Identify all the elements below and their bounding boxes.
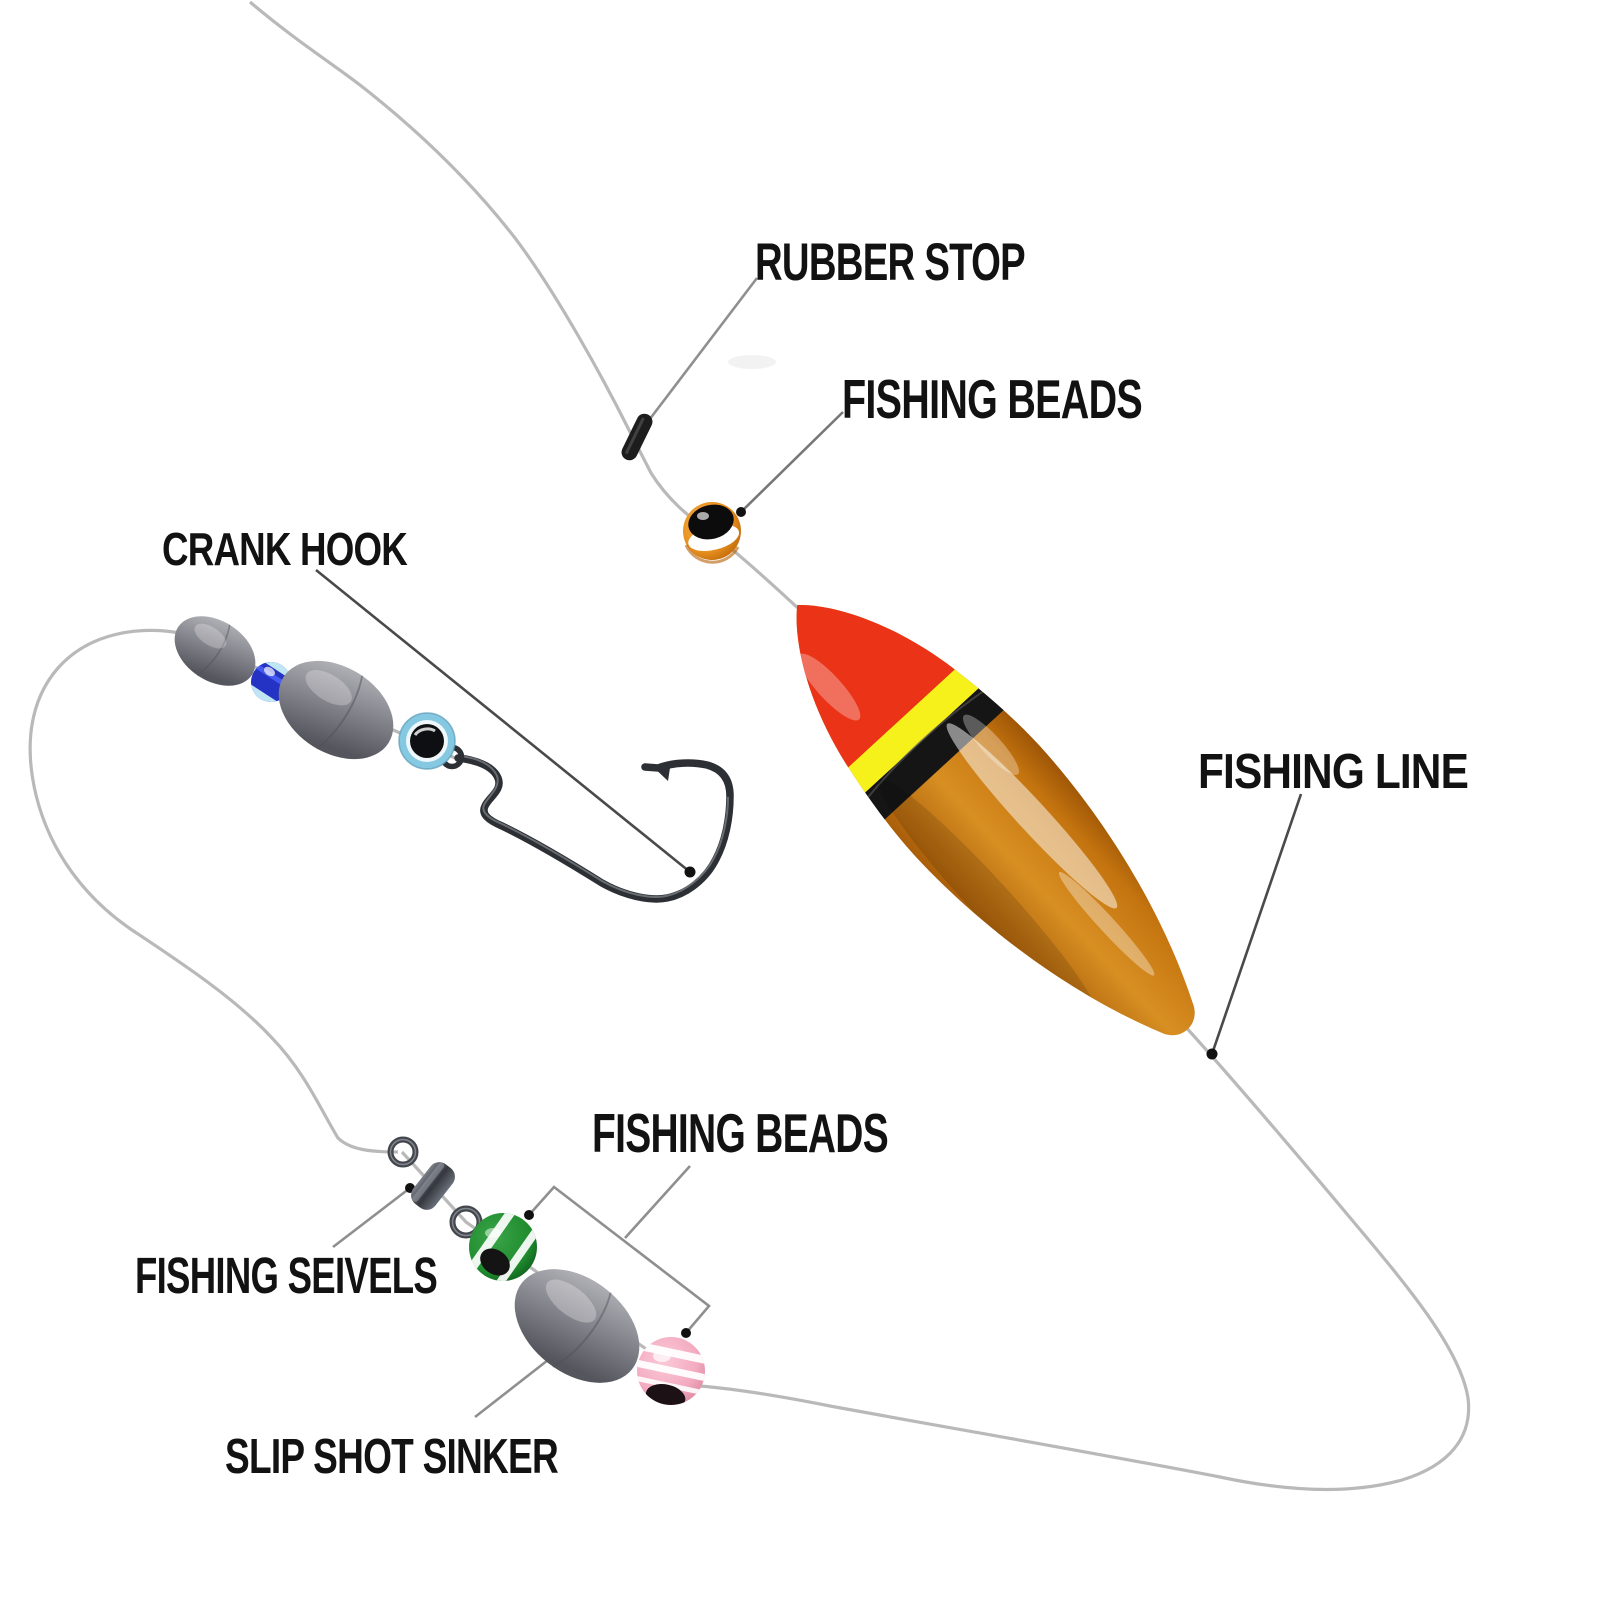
bead-top-orange — [683, 502, 741, 564]
float-black-band — [855, 679, 1011, 826]
rubber-stop — [621, 413, 653, 461]
label-fishing-beads-bottom: FISHING BEADS — [592, 1102, 888, 1164]
fishing-swivel — [387, 1136, 483, 1239]
dot-fishing-beads-top — [736, 507, 746, 517]
callout-fishing-seivels — [332, 1186, 411, 1249]
callout-slip-shot-sinker — [474, 1351, 558, 1419]
dot-bead-pink — [681, 1328, 691, 1338]
bead-pink — [632, 1337, 711, 1409]
hook-barb — [650, 764, 670, 781]
leader-loop-line — [28, 628, 399, 1154]
dot-bead-green — [524, 1210, 534, 1220]
label-fishing-line: FISHING LINE — [1198, 745, 1468, 799]
label-rubber-stop: RUBBER STOP — [755, 233, 1025, 292]
label-fishing-beads-top: FISHING BEADS — [842, 368, 1142, 430]
bead-green — [467, 1207, 542, 1290]
callout-beads-bottom-stem — [624, 1165, 691, 1239]
slip-shot-sinker — [514, 1269, 640, 1383]
callout-beads-bottom-bracket — [528, 1185, 711, 1334]
background-smudge — [728, 355, 776, 369]
label-crank-hook: CRANK HOOK — [162, 523, 408, 575]
egg-sinker-small — [174, 616, 256, 686]
egg-sinker-large — [278, 660, 394, 760]
label-slip-shot-sinker: SLIP SHOT SINKER — [225, 1430, 558, 1484]
hook-wire — [454, 754, 734, 903]
swivel-barrel — [411, 1162, 455, 1210]
callout-rubber-stop — [638, 277, 759, 433]
main-line — [248, 0, 1471, 1492]
labels: RUBBER STOP FISHING BEADS CRANK HOOK FIS… — [135, 233, 1469, 1484]
hook-wire-sheen — [459, 755, 729, 898]
bead-eye — [398, 712, 456, 770]
callout-fishing-line — [1210, 793, 1303, 1055]
callout-fishing-beads-top — [740, 411, 844, 513]
slip-float — [736, 548, 1249, 1086]
dot-crank-hook — [684, 866, 696, 878]
float-yellow-band — [835, 657, 989, 802]
label-fishing-seivels: FISHING SEIVELS — [135, 1247, 437, 1304]
callout-lines — [315, 277, 1303, 1334]
callout-crank-hook — [315, 568, 691, 874]
dot-fishing-line — [1206, 1048, 1218, 1060]
